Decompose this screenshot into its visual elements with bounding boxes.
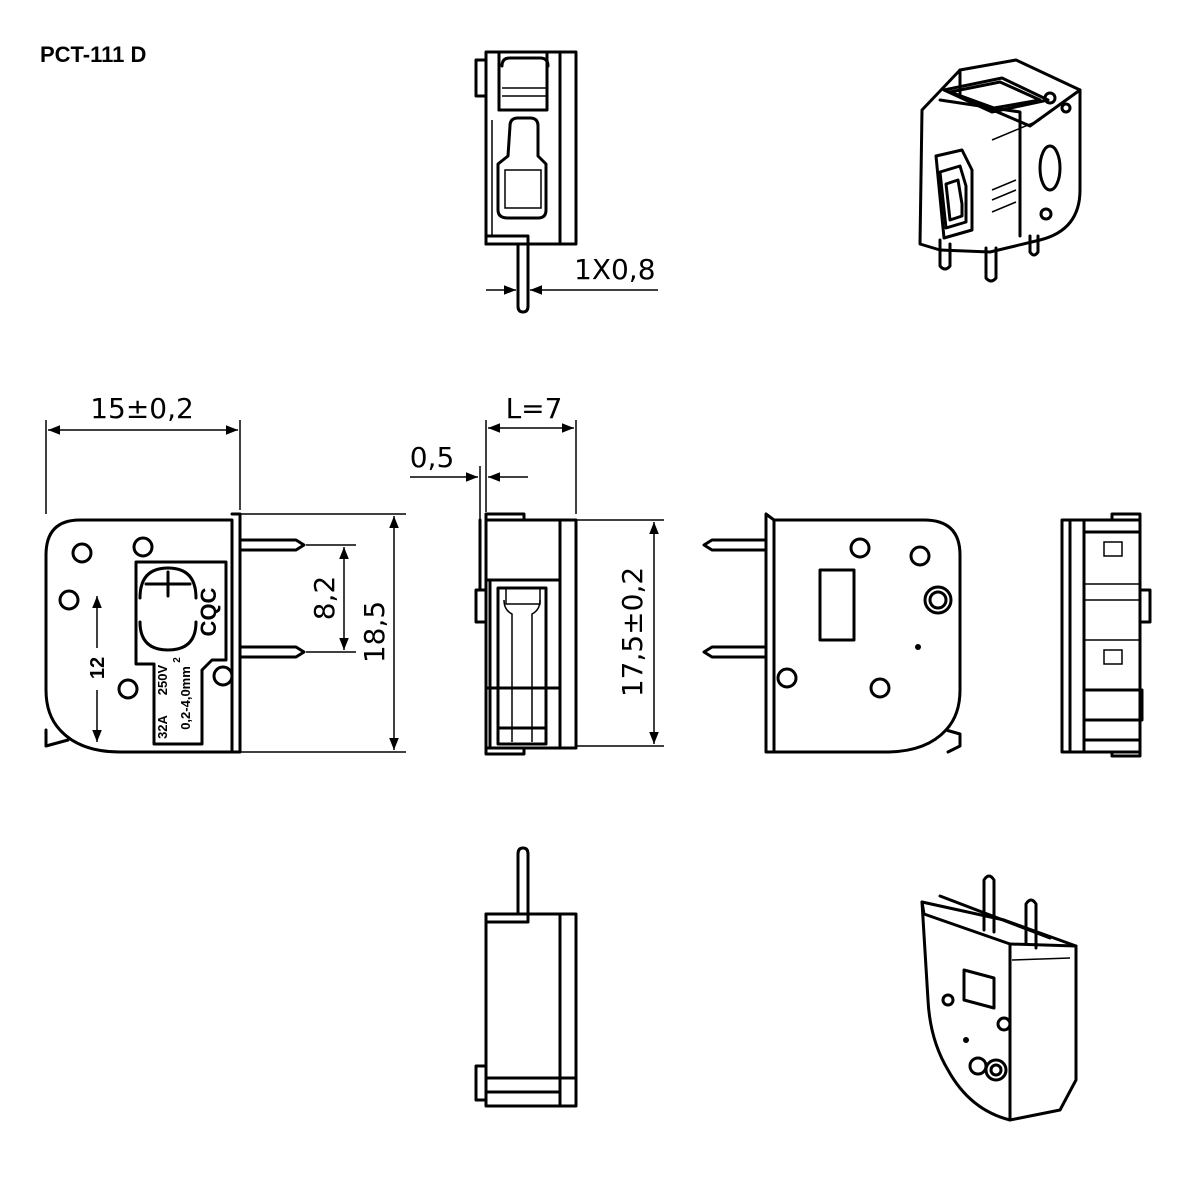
total-height-dimension: 18,5 xyxy=(240,513,406,753)
width-dimension: 15±0,2 xyxy=(45,392,241,514)
front-view: CQC 12 32A 250V 0,2-4,0mm 2 xyxy=(44,512,306,754)
strip-length-marking: 12 xyxy=(87,657,109,679)
side-view xyxy=(474,512,578,756)
right-side-view xyxy=(1060,512,1152,758)
length-dimension: L=7 xyxy=(485,392,577,514)
cross-section-exponent: 2 xyxy=(172,657,183,663)
pin-size-dimension: 1X0,8 xyxy=(486,253,658,295)
top-view xyxy=(474,50,578,314)
pin-pitch-label: 8,2 xyxy=(308,576,341,621)
pin-size-label: 1X0,8 xyxy=(574,253,656,286)
cross-section-marking: 0,2-4,0mm xyxy=(178,666,193,730)
length-label: L=7 xyxy=(506,392,563,425)
body-height-label: 17,5±0,2 xyxy=(616,567,649,697)
width-label: 15±0,2 xyxy=(90,392,194,425)
bottom-view xyxy=(474,846,578,1108)
rating-voltage-marking: 250V xyxy=(155,664,170,695)
offset-label: 0,5 xyxy=(410,441,455,474)
rating-current-marking: 32A xyxy=(155,714,170,738)
rear-view xyxy=(702,512,962,754)
total-height-label: 18,5 xyxy=(358,601,391,663)
isometric-bottom-view xyxy=(920,874,1078,1122)
offset-dimension: 0,5 xyxy=(410,441,528,588)
product-title: PCT-111 D xyxy=(40,42,146,67)
cert-marking: CQC xyxy=(196,587,221,636)
pin-pitch-dimension: 8,2 xyxy=(306,544,356,653)
body-height-dimension: 17,5±0,2 xyxy=(576,519,664,747)
isometric-top-view xyxy=(918,58,1082,283)
